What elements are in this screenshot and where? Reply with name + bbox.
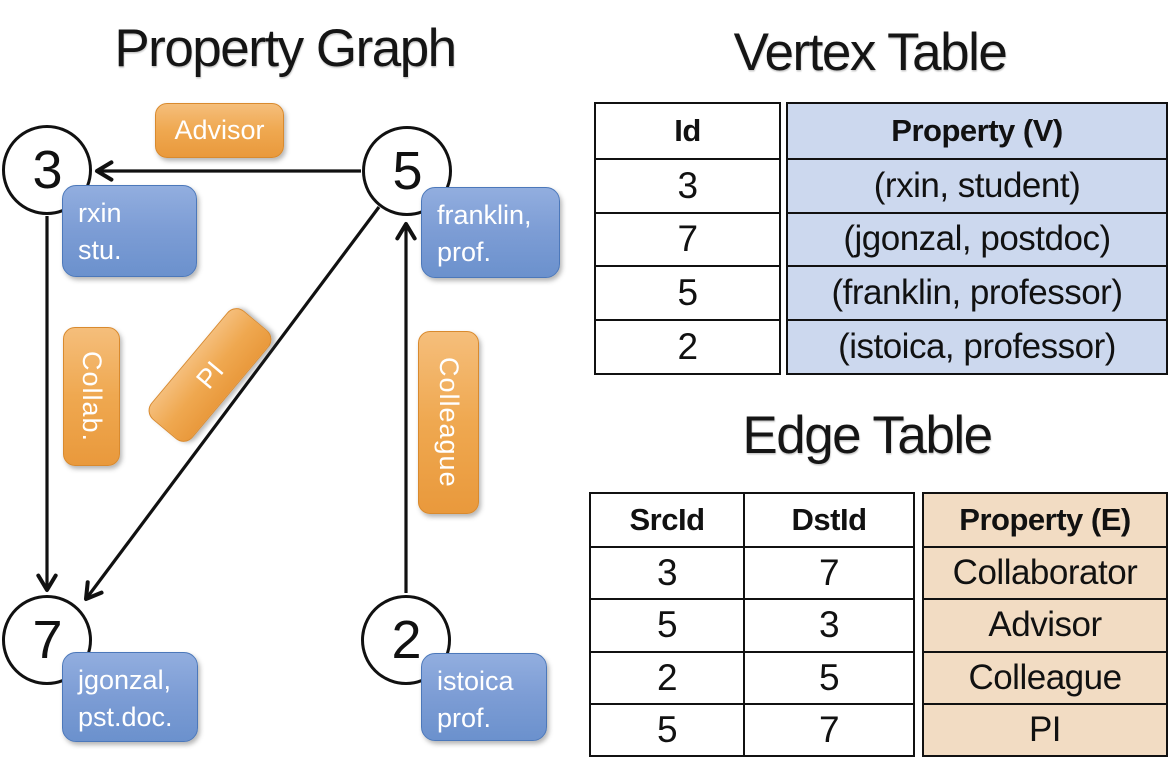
- edge-label-text: Collab.: [77, 350, 107, 443]
- graph-edges-canvas: [36, 160, 417, 602]
- vertex-property-line: istoica: [437, 666, 514, 696]
- vertex-property-line: rxin: [78, 198, 122, 228]
- edge-label-colleague: Colleague: [418, 331, 479, 514]
- table-cell: (franklin, professor): [788, 265, 1166, 319]
- table-cell: 3: [596, 157, 779, 212]
- vertex-table-property-column: Property (V) (rxin, student) (jgonzal, p…: [786, 102, 1168, 375]
- vertex-property-line: pst.doc.: [78, 702, 173, 733]
- edge-table-property-column: Property (E) Collaborator Advisor Collea…: [922, 492, 1168, 757]
- node-id: 2: [391, 610, 421, 670]
- vertex-table-header-id: Id: [674, 112, 701, 148]
- edge-5-to-7: [83, 206, 381, 602]
- vertex-property-box-2: istoica prof.: [421, 653, 547, 741]
- vertex-property-box-7: jgonzal, pst.doc.: [62, 652, 198, 742]
- vertex-property-box-5: franklin, prof.: [421, 187, 560, 278]
- table-cell: Colleague: [924, 650, 1166, 703]
- table-cell: (istoica, professor): [788, 319, 1166, 373]
- vertex-property-line: jgonzal,: [78, 665, 172, 695]
- edge-table-header-srcid: SrcId: [629, 502, 705, 538]
- edge-table-title: Edge Table: [742, 406, 993, 465]
- edge-table-header-property: Property (E): [959, 502, 1131, 538]
- table-cell: 7: [596, 211, 779, 266]
- table-cell: 7: [743, 546, 913, 599]
- table-cell: (rxin, student): [788, 157, 1166, 212]
- graph-node-5: 5: [362, 126, 452, 216]
- vertex-property-box-3: rxin stu.: [62, 185, 197, 277]
- node-id: 7: [32, 610, 62, 670]
- edge-label-collab: Collab.: [63, 327, 120, 466]
- table-cell: 3: [743, 598, 913, 651]
- table-cell: Collaborator: [924, 546, 1166, 598]
- table-cell: Advisor: [924, 598, 1166, 650]
- vertex-table-id-column: Id 3 7 5 2: [594, 102, 781, 375]
- vertex-property-line: franklin,: [437, 200, 532, 230]
- table-cell: 5: [743, 650, 913, 703]
- table-cell: 3: [591, 546, 743, 598]
- edge-label-advisor: Advisor: [155, 103, 284, 158]
- vertex-property-line: prof.: [437, 703, 492, 734]
- vertex-table-header-property: Property (V): [891, 112, 1063, 148]
- node-id: 5: [392, 141, 422, 201]
- graph-node-2: 2: [361, 595, 451, 685]
- table-cell: 2: [591, 650, 743, 703]
- table-cell: (jgonzal, postdoc): [788, 211, 1166, 266]
- node-id: 3: [32, 140, 62, 200]
- edge-table-header-dstid: DstId: [743, 494, 913, 547]
- table-cell: 5: [591, 598, 743, 650]
- table-cell: 5: [596, 265, 779, 319]
- property-graph-title: Property Graph: [114, 19, 457, 78]
- table-cell: 5: [591, 702, 743, 755]
- edge-table-id-columns: SrcId DstId 3 7 5 3 2 5 5 7: [589, 492, 915, 757]
- vertex-table-title: Vertex Table: [733, 23, 1008, 82]
- table-cell: 2: [596, 319, 779, 373]
- table-cell: PI: [924, 702, 1166, 755]
- vertex-property-line: prof.: [437, 237, 492, 268]
- table-cell: 7: [743, 702, 913, 755]
- vertex-property-line: stu.: [78, 235, 122, 266]
- edge-label-text: Colleague: [434, 357, 464, 488]
